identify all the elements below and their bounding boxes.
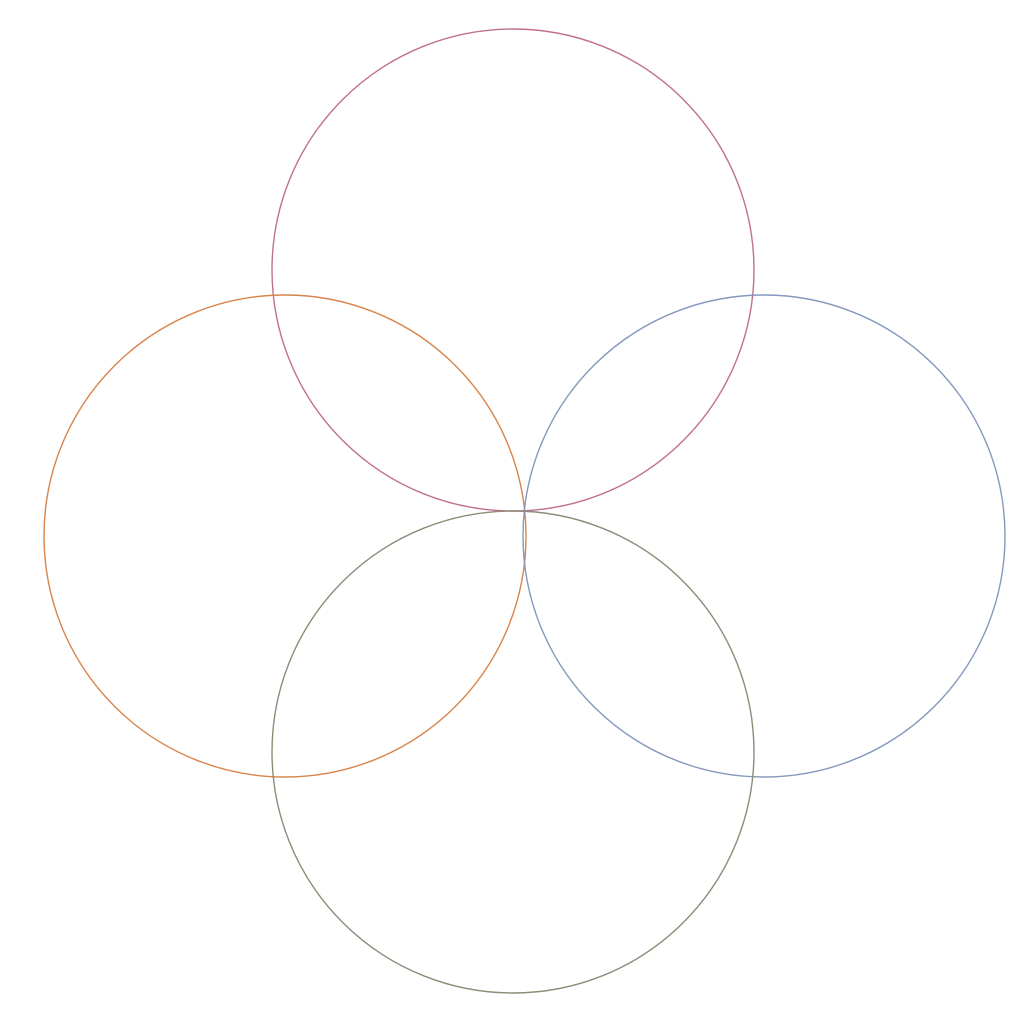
circle-bottom [271,510,755,994]
circle-left [43,294,527,778]
circle-right [522,294,1006,778]
